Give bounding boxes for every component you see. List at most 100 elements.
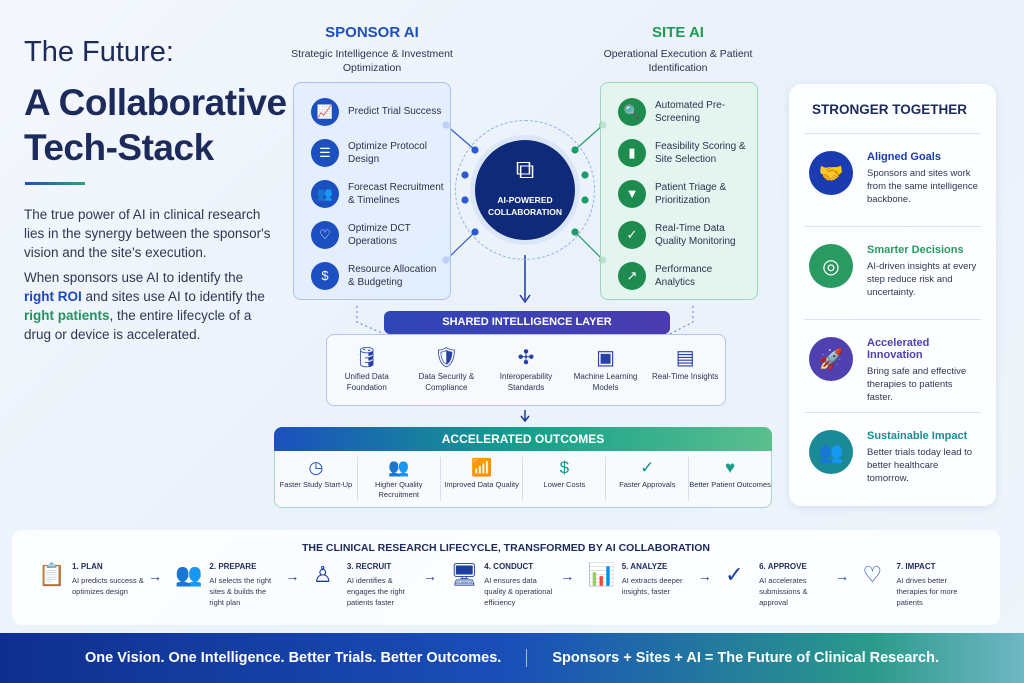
sponsor-item: $Resource Allocation & Budgeting <box>300 255 444 296</box>
shared-layer-box: 🛢Unified Data Foundation🛡Data Security &… <box>326 334 726 406</box>
step-desc: AI ensures data quality & operational ef… <box>484 576 553 607</box>
step-desc: AI extracts deeper insights, faster <box>621 576 683 596</box>
growth-icon: 📶 <box>470 458 493 477</box>
heart-icon: ♡ <box>862 562 883 587</box>
site-panel: 🔍Automated Pre-Screening▮Feasibility Sco… <box>600 82 758 300</box>
benefit-title: Aligned Goals <box>867 151 941 163</box>
item-label: Feasibility Scoring & Site Selection <box>655 140 746 165</box>
text: and sites use AI to identify the <box>81 289 265 304</box>
arrow-right-icon: → <box>285 568 300 584</box>
item-label: Unified Data Foundation <box>344 372 389 392</box>
site-item: ✓Real-Time Data Quality Monitoring <box>607 214 751 255</box>
ai-collaboration-hub: ⧉ AI-POWERED COLLABORATION <box>475 140 575 240</box>
footer-equation: Sponsors + Sites + AI = The Future of Cl… <box>552 650 939 666</box>
clipboard-icon: 📋 <box>38 562 66 587</box>
step-desc: AI predicts success & optimizes design <box>72 576 144 596</box>
item-label: Predict Trial Success <box>348 106 442 117</box>
outcome-item: ◷Faster Study Start-Up <box>275 457 358 501</box>
sponsor-subtitle: Strategic Intelligence & Investment Opti… <box>291 48 453 74</box>
outcomes-box: ◷Faster Study Start-Up👥Higher Quality Re… <box>274 451 772 508</box>
site-item: ▮Feasibility Scoring & Site Selection <box>607 132 751 173</box>
monitor-icon: 🖥 <box>450 562 479 587</box>
item-label: Forecast Recruitment & Timelines <box>348 181 444 206</box>
outcomes-header: ACCELERATED OUTCOMES <box>274 427 772 451</box>
community-icon: 👥 <box>809 430 853 474</box>
item-label: Automated Pre-Screening <box>655 99 726 124</box>
lifecycle-title: THE CLINICAL RESEARCH LIFECYCLE, TRANSFO… <box>302 542 710 554</box>
hub-label: AI-POWERED COLLABORATION <box>488 195 562 217</box>
chart-icon: 📊 <box>587 562 616 587</box>
highlight-patients: right patients <box>24 308 110 323</box>
arrow-right-icon: → <box>560 568 575 584</box>
sponsor-item: ☰ Optimize Protocol Design <box>300 132 444 173</box>
arrow-right-icon: → <box>697 568 712 584</box>
item-label: Lower Costs <box>543 480 586 489</box>
step-name: 5. ANALYZE <box>621 562 668 571</box>
target-icon: ◎ <box>809 244 853 288</box>
title-underline <box>25 182 85 185</box>
highlight-roi: right ROI <box>24 289 82 304</box>
step-name: 6. APPROVE <box>759 562 807 571</box>
step-name: 1. PLAN <box>72 562 103 571</box>
benefit-title: Smarter Decisions <box>867 244 964 256</box>
shared-item: 🛢Unified Data Foundation <box>329 345 405 405</box>
sponsor-header: SPONSOR AI Strategic Intelligence & Inves… <box>272 24 472 75</box>
benefit-title: Sustainable Impact <box>867 430 968 442</box>
item-label: Faster Approvals <box>619 480 676 489</box>
item-label: Better Patient Outcomes <box>689 480 771 489</box>
footer-tagline: One Vision. One Intelligence. Better Tri… <box>85 650 502 666</box>
step-text: 2. PREPARE AI selects the right sites & b… <box>209 562 281 608</box>
shield-icon: 🛡 <box>433 347 460 369</box>
item-label: Real-Time Insights <box>651 372 719 381</box>
rocket-icon: 🚀 <box>809 337 853 381</box>
step-name: 2. PREPARE <box>209 562 257 571</box>
benefit-desc: AI-driven insights at every step reduce … <box>867 261 977 298</box>
item-label: Optimize DCT Operations <box>348 222 411 247</box>
step-text: 5. ANALYZE AI extracts deeper insights, f… <box>622 562 694 608</box>
outcome-item: 📶Improved Data Quality <box>441 457 524 501</box>
arrow-right-icon: → <box>835 568 850 584</box>
shared-layer-header: SHARED INTELLIGENCE LAYER <box>384 311 670 334</box>
outcome-item: 👥Higher Quality Recruitment <box>358 457 441 501</box>
hero-title-line1: The Future: <box>24 36 174 68</box>
lifecycle-step: 📋 1. PLAN AI predicts success & optimizes … <box>38 562 175 608</box>
clock-icon: ◷ <box>308 458 324 477</box>
text: , the entire lifecycle of a drug or devi… <box>24 308 252 342</box>
people-icon: 👥 <box>311 179 339 208</box>
sponsor-title: SPONSOR AI <box>325 24 419 41</box>
trend-icon: ↗ <box>618 261 646 290</box>
shared-item: 🛡Data Security & Compliance <box>408 345 484 405</box>
item-label: Real-Time Data Quality Monitoring <box>655 222 736 247</box>
monitor-heart-icon: ♡ <box>311 220 339 249</box>
chart-up-icon: 📈 <box>311 97 339 126</box>
dollar-icon: $ <box>311 261 339 290</box>
step-name: 3. RECRUIT <box>346 562 392 571</box>
hero-title-line2: A Collaborative <box>24 82 287 123</box>
text: When sponsors use AI to identify the <box>24 270 244 285</box>
handshake-icon: 🤝 <box>809 151 853 195</box>
item-label: Optimize Protocol Design <box>348 140 427 165</box>
step-desc: AI selects the right sites & builds the … <box>209 576 272 607</box>
brain-chip-icon: ⧉ <box>515 154 535 184</box>
card-title: STRONGER TOGETHER <box>804 102 981 134</box>
collaboration-ring <box>455 120 595 260</box>
document-icon: ☰ <box>311 138 339 167</box>
sponsor-item: 📈 Predict Trial Success <box>300 91 444 132</box>
site-item: ▼Patient Triage & Prioritization <box>607 173 751 214</box>
outcome-item: $Lower Costs <box>523 457 607 501</box>
